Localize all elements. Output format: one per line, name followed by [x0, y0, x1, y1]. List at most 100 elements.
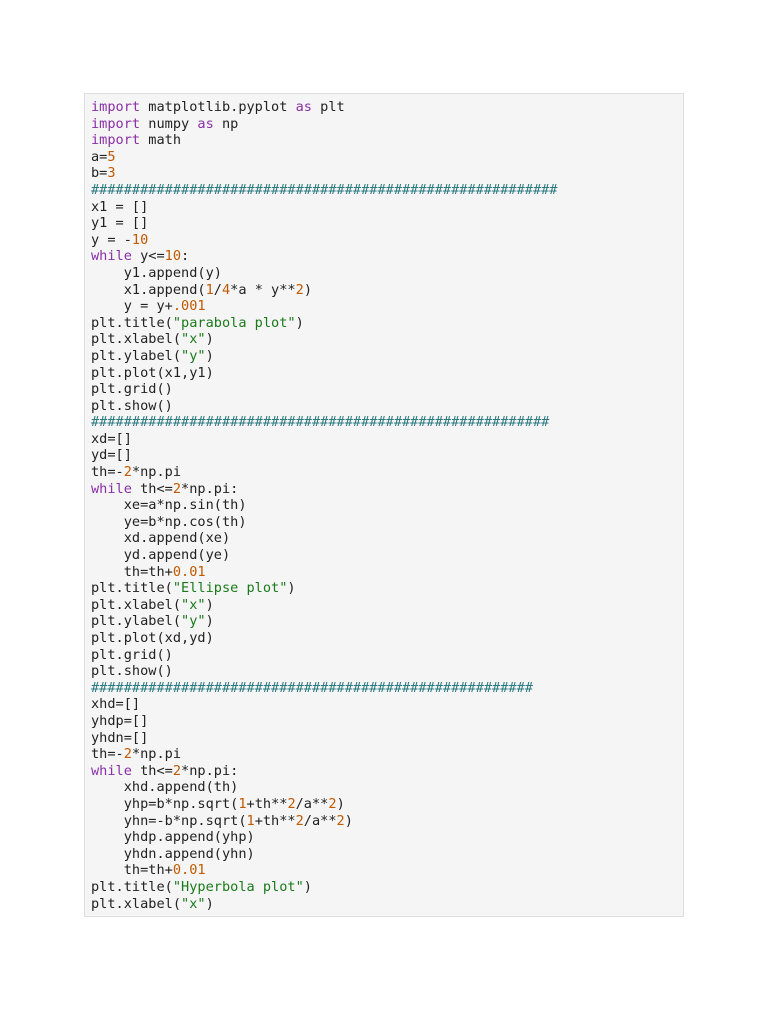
code-token: a= — [91, 148, 108, 165]
code-line: th=th+0.01 — [91, 862, 683, 879]
string-token: "Ellipse plot" — [172, 580, 288, 597]
code-line: xe=a*np.sin(th) — [91, 497, 683, 514]
code-token: xe=a*np.sin(th) — [91, 497, 247, 514]
code-token: plt.xlabel( — [91, 331, 182, 348]
code-line: th=-2*np.pi — [91, 464, 683, 481]
code-token: th<= — [131, 762, 173, 779]
comment-token: ########################################… — [91, 414, 550, 431]
keyword-token: import — [91, 132, 141, 149]
code-token: *np.pi: — [181, 480, 239, 497]
number-token: 0.01 — [172, 862, 206, 879]
code-line: y = y+.001 — [91, 298, 683, 315]
code-token: ) — [336, 795, 345, 812]
code-token: y = y+ — [91, 298, 173, 315]
code-token: yd=[] — [91, 447, 132, 464]
keyword-token: while — [91, 762, 132, 779]
keyword-token: as — [197, 115, 214, 132]
code-line: plt.ylabel("y") — [91, 348, 683, 365]
code-line: plt.grid() — [91, 647, 683, 664]
number-token: 10 — [164, 248, 182, 265]
code-line: ########################################… — [91, 414, 683, 431]
code-token: *a * y** — [230, 281, 296, 298]
code-token: ) — [303, 878, 312, 895]
code-token: yhdp.append(yhp) — [91, 829, 255, 846]
code-line: th=th+0.01 — [91, 564, 683, 581]
code-line: yhdp=[] — [91, 713, 683, 730]
code-line: yd.append(ye) — [91, 547, 683, 564]
code-token: yhdp=[] — [91, 712, 149, 729]
code-token: ye=b*np.cos(th) — [91, 513, 247, 530]
number-token: 2 — [295, 281, 304, 298]
code-token: np — [213, 115, 239, 132]
code-line: xd=[] — [91, 431, 683, 448]
number-token: 4 — [221, 281, 231, 298]
code-token: th=- — [91, 464, 124, 481]
code-token: ) — [295, 314, 304, 331]
code-line: x1.append(1/4*a * y**2) — [91, 282, 683, 299]
comment-token: ########################################… — [91, 679, 533, 696]
code-line: yhdn=[] — [91, 730, 683, 747]
string-token: "x" — [181, 895, 206, 912]
code-line: y1.append(y) — [91, 265, 683, 282]
code-token: y1.append(y) — [91, 264, 222, 281]
code-token: +th** — [246, 795, 288, 812]
code-token: ) — [287, 580, 296, 597]
code-token: ) — [205, 331, 214, 348]
keyword-token: import — [91, 115, 141, 132]
code-token: *np.pi — [131, 464, 182, 481]
code-token: plt.ylabel( — [91, 347, 182, 364]
code-token: plt.plot(xd,yd) — [91, 630, 214, 646]
code-line: ########################################… — [91, 680, 683, 697]
code-token: plt — [311, 99, 345, 115]
code-token: plt.plot(x1,y1) — [91, 364, 214, 381]
number-token: 2 — [123, 464, 132, 481]
code-line: b=3 — [91, 165, 683, 182]
code-token: yhdn=[] — [91, 729, 149, 746]
keyword-token: as — [295, 99, 312, 115]
code-token: plt.grid() — [91, 646, 173, 663]
code-line: plt.grid() — [91, 381, 683, 398]
code-token: y1 = [] — [91, 215, 149, 232]
code-line: plt.show() — [91, 398, 683, 415]
code-token: th=th+ — [91, 862, 173, 879]
code-token: y<= — [131, 248, 165, 265]
code-token: plt.show() — [91, 663, 173, 680]
code-line: plt.xlabel("x") — [91, 597, 683, 614]
code-token: /a** — [303, 812, 337, 829]
code-token: plt.ylabel( — [91, 613, 182, 630]
code-token: yhp=b*np.sqrt( — [91, 795, 239, 812]
code-token: *np.pi — [131, 746, 182, 763]
code-line: yhdn.append(yhn) — [91, 846, 683, 863]
comment-token: ########################################… — [91, 181, 558, 198]
code-line: a=5 — [91, 149, 683, 166]
code-line: while y<=10: — [91, 248, 683, 265]
code-token: +th** — [254, 812, 296, 829]
number-token: 2 — [295, 812, 304, 829]
number-token: 2 — [336, 812, 345, 829]
string-token: "y" — [181, 347, 206, 364]
code-line: plt.title("Hyperbola plot") — [91, 879, 683, 896]
code-line: y1 = [] — [91, 215, 683, 232]
code-line: yhp=b*np.sqrt(1+th**2/a**2) — [91, 796, 683, 813]
code-token: / — [213, 281, 222, 298]
code-token: ) — [205, 596, 214, 613]
code-token: y = - — [91, 231, 132, 248]
code-line: plt.plot(xd,yd) — [91, 630, 683, 647]
code-token: xhd=[] — [91, 696, 141, 713]
code-token: plt.title( — [91, 580, 173, 597]
code-token: *np.pi: — [181, 762, 239, 779]
number-token: 2 — [287, 795, 296, 812]
code-token: plt.show() — [91, 397, 173, 414]
number-token: 2 — [123, 746, 132, 763]
code-line: xd.append(xe) — [91, 530, 683, 547]
code-token: th=- — [91, 746, 124, 763]
code-token: ) — [303, 281, 312, 298]
code-line: xhd.append(th) — [91, 779, 683, 796]
code-line: plt.show() — [91, 663, 683, 680]
code-token: xhd.append(th) — [91, 779, 239, 796]
code-line: plt.xlabel("x") — [91, 331, 683, 348]
code-token: matplotlib.pyplot — [140, 99, 296, 115]
code-token: plt.xlabel( — [91, 895, 182, 912]
code-line: plt.ylabel("y") — [91, 613, 683, 630]
number-token: .001 — [172, 298, 206, 315]
